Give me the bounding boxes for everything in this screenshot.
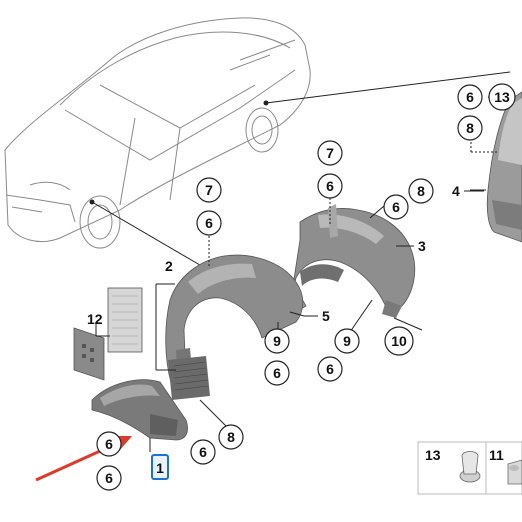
svg-text:13: 13 (494, 89, 510, 105)
plain-part-labels: 4 3 2 5 12 (87, 183, 484, 327)
label-part-3: 3 (418, 238, 426, 254)
leader-dot-front (89, 199, 95, 205)
nut-11-icon (507, 459, 522, 485)
svg-text:9: 9 (273, 333, 281, 349)
rear-wheel-liner-part-4 (486, 91, 522, 243)
label-part-4: 4 (452, 183, 460, 199)
callout-6-left: 6 (196, 210, 222, 236)
callout-6-top-right: 6 (457, 84, 483, 110)
callout-8-top-right: 8 (457, 115, 483, 141)
callout-6-part-2-lower: 6 (190, 439, 216, 465)
fastener-legend: 13 11 (417, 441, 522, 495)
callout-8-part-3: 8 (408, 178, 434, 204)
svg-text:10: 10 (391, 333, 407, 349)
svg-text:7: 7 (205, 182, 213, 198)
svg-text:6: 6 (326, 361, 334, 377)
callout-7-center: 7 (317, 140, 343, 166)
callout-9-part-5: 9 (264, 328, 290, 354)
svg-text:9: 9 (343, 333, 351, 349)
leader-line-rear (265, 71, 511, 104)
clip-13-icon (459, 451, 481, 483)
callout-6-part-1-upper: 6 (96, 431, 122, 457)
callout-6-part-1-lower: 6 (96, 465, 122, 491)
svg-text:6: 6 (105, 436, 113, 452)
callout-9-part-3: 9 (334, 328, 360, 354)
label-part-5: 5 (322, 308, 330, 324)
svg-text:6: 6 (326, 178, 334, 194)
car-outline-illustration (4, 17, 311, 249)
legend-label-11: 11 (489, 447, 504, 463)
callout-6-part-5: 6 (264, 360, 290, 386)
svg-text:6: 6 (105, 470, 113, 486)
callout-13-top-right: 13 (488, 83, 516, 111)
label-part-12: 12 (87, 311, 103, 327)
callout-6-part-3-lower: 6 (317, 356, 343, 382)
svg-text:6: 6 (392, 199, 400, 215)
callout-10: 10 (384, 326, 414, 356)
svg-text:8: 8 (466, 120, 474, 136)
callout-6-part-3: 6 (383, 194, 409, 220)
leader-line-front (91, 201, 206, 269)
grille-part-12 (73, 287, 143, 381)
svg-text:7: 7 (326, 145, 334, 161)
callout-6-center: 6 (317, 173, 343, 199)
svg-text:6: 6 (466, 89, 474, 105)
legend-label-13: 13 (425, 447, 441, 463)
label-part-1-highlighted: 1 (151, 454, 169, 480)
svg-text:6: 6 (205, 215, 213, 231)
callout-7-left: 7 (196, 177, 222, 203)
callout-leader-lines (95, 96, 498, 452)
leader-dot-rear (263, 100, 269, 106)
svg-text:1: 1 (156, 460, 164, 476)
svg-text:8: 8 (417, 183, 425, 199)
label-part-2: 2 (165, 258, 173, 274)
svg-text:6: 6 (199, 444, 207, 460)
svg-text:8: 8 (227, 429, 235, 445)
wheel-liner-part-3 (291, 204, 416, 318)
wheel-liner-part-2 (165, 254, 304, 400)
svg-text:6: 6 (273, 365, 281, 381)
underbody-panel-part-1 (91, 379, 188, 441)
callout-8-part-2-lower: 8 (218, 424, 244, 450)
